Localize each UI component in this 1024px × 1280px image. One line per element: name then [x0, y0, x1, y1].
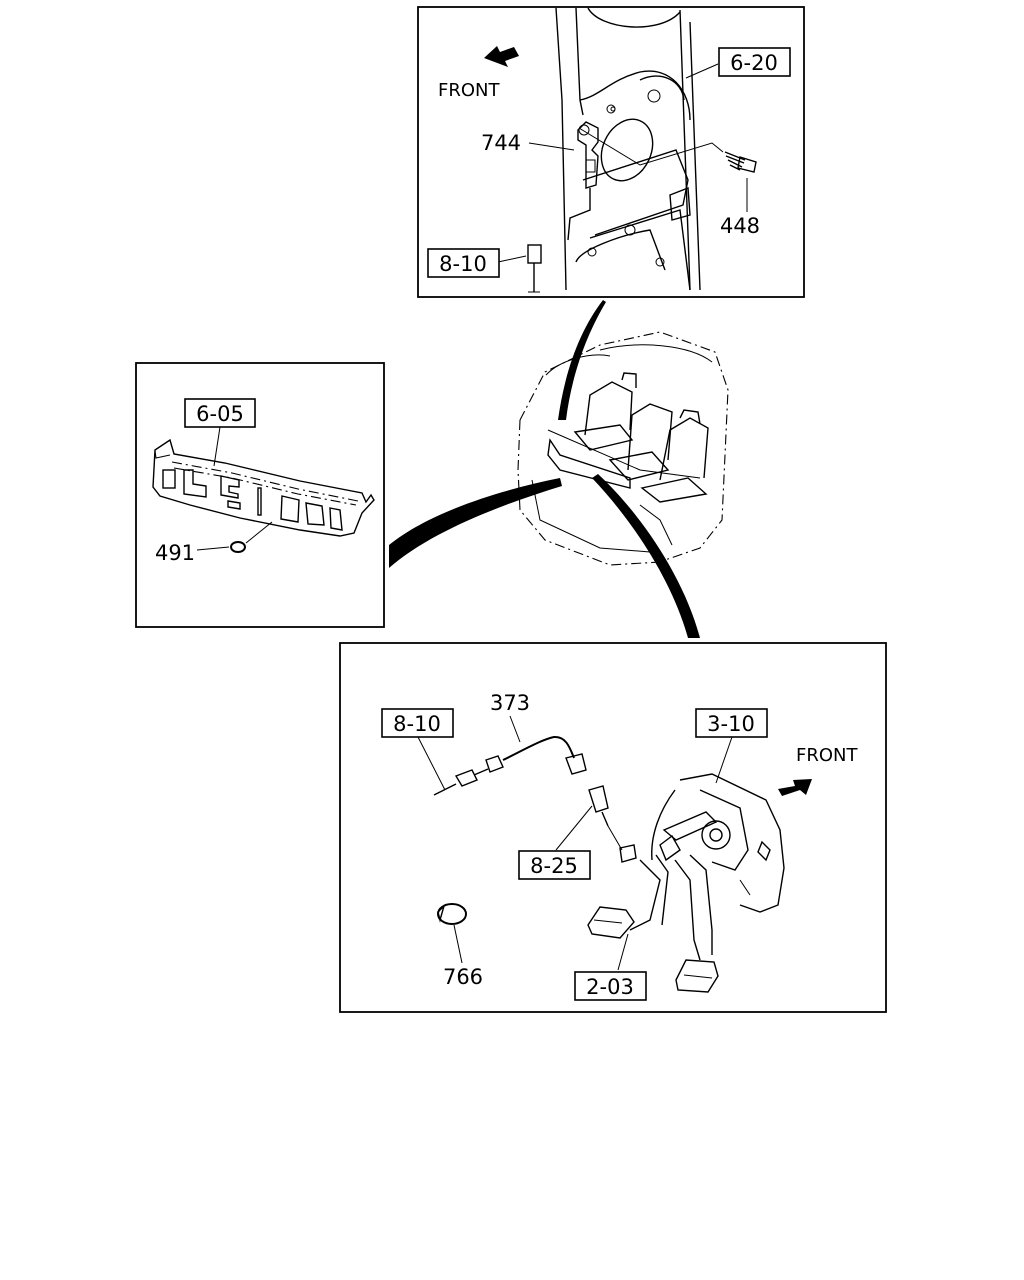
callout-3-10: 3-10	[707, 712, 755, 736]
front-label: FRONT	[438, 80, 500, 101]
front-arrow-icon	[778, 779, 812, 796]
callout-491: 491	[155, 541, 195, 565]
callout-373: 373	[490, 691, 530, 715]
callout-744: 744	[481, 131, 521, 155]
inset-bottom: FRONT 8-10 373 3-10 8-25 766 2-03	[339, 642, 887, 1013]
callout-8-10: 8-10	[393, 712, 441, 736]
cab-illustration	[389, 300, 729, 638]
callout-6-20: 6-20	[730, 51, 778, 75]
callout-8-25: 8-25	[530, 854, 578, 878]
callout-2-03: 2-03	[586, 975, 634, 999]
front-label: FRONT	[796, 745, 858, 766]
front-arrow-icon	[484, 46, 519, 67]
callout-6-05: 6-05	[196, 402, 244, 426]
swoosh-to-top-inset	[558, 300, 606, 420]
inset-top: FRONT 6-20 8-10 744 448	[417, 6, 805, 298]
inset-left: 6-05 491	[135, 362, 385, 628]
swoosh-to-bottom-inset	[592, 474, 700, 638]
callout-8-10: 8-10	[439, 252, 487, 276]
swoosh-to-left-inset	[389, 478, 562, 568]
callout-766: 766	[443, 965, 483, 989]
callout-448: 448	[720, 214, 760, 238]
